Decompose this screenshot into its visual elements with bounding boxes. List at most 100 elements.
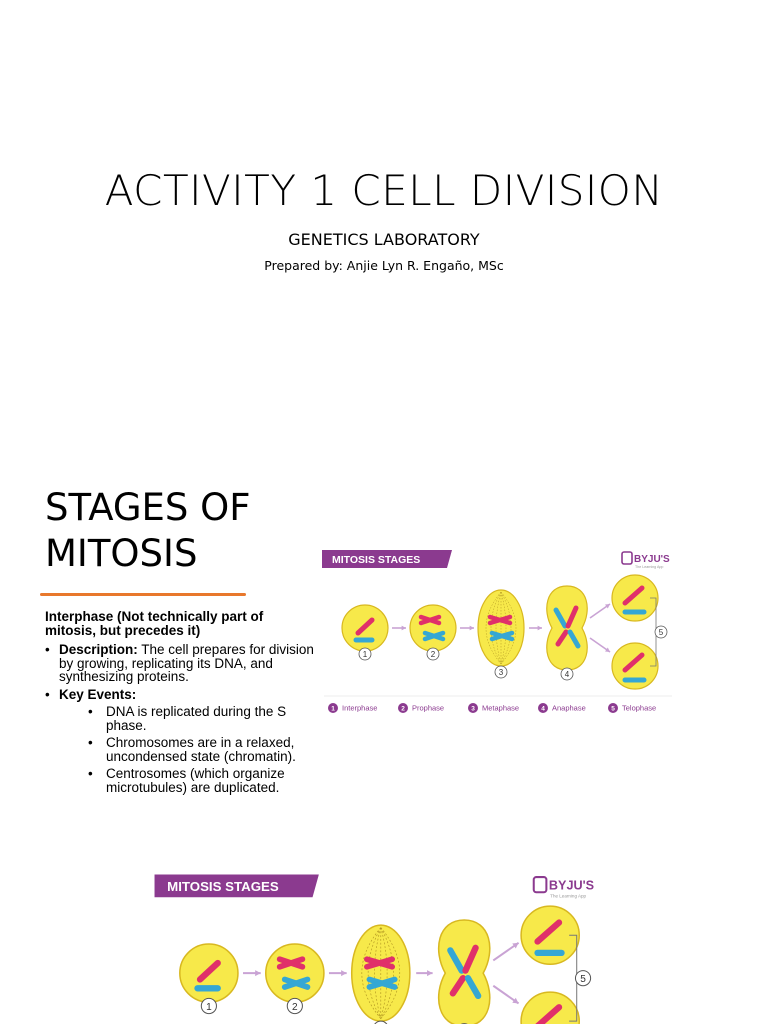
legend-label: Interphase [342, 704, 377, 713]
prophase-cell [409, 604, 457, 652]
arrow-head [469, 625, 474, 631]
chromosome [449, 975, 467, 997]
key-event: Centrosomes (which organize microtubules… [88, 767, 315, 794]
daughter-cell-bottom [520, 991, 580, 1024]
legend-label: Metaphase [482, 704, 519, 713]
spindle-fiber [380, 927, 388, 1019]
spindle-fiber [495, 591, 502, 665]
chromosome [418, 614, 442, 626]
chromosome [487, 614, 513, 626]
stage-number-circle [286, 997, 303, 1015]
prophase-cell [265, 943, 325, 1003]
chromosome [422, 630, 446, 642]
legend-number-circle [538, 703, 548, 713]
interphase-list: Description: The cell prepares for divis… [45, 643, 315, 794]
chromosome [364, 956, 396, 970]
brand-logo-icon [621, 551, 633, 565]
chromosome [355, 617, 375, 636]
stage-number-circle [200, 997, 217, 1015]
chromosome [196, 959, 221, 983]
legend-item: 5 Telophase [608, 703, 656, 713]
interphase-text: Interphase (Not technically part of mito… [45, 610, 315, 798]
legend-number: 4 [541, 706, 545, 713]
stages-title-line2: MITOSIS [45, 532, 198, 575]
chromosome [555, 629, 569, 647]
key-events-item: Key Events: DNA is replicated during the… [45, 686, 315, 795]
arrow-head [341, 970, 347, 977]
stage-number: 1 [206, 1002, 212, 1013]
stage-number-circle [494, 665, 508, 679]
daughter-cell-bottom [611, 642, 659, 690]
legend-number: 3 [471, 706, 475, 713]
stages-slide: STAGES OF MITOSIS Interphase (Not techni… [0, 420, 768, 830]
chromosome [534, 919, 563, 945]
legend-number: 1 [331, 706, 335, 713]
chromosome [622, 585, 645, 606]
title-underline [40, 593, 246, 596]
arrow-head [512, 942, 519, 949]
daughter-cell-top [611, 574, 659, 622]
chromosome [366, 976, 398, 990]
brand-tagline: The Learning App [550, 893, 586, 898]
banner-text: MITOSIS STAGES [167, 879, 279, 894]
slide-title: ACTIVITY 1 CELL DIVISION [104, 166, 664, 215]
stage-number: 5 [659, 628, 664, 637]
brand-name: BYJU'S [549, 879, 594, 893]
arrow-head [512, 997, 519, 1004]
chromosome [553, 607, 568, 629]
chromosome [565, 605, 579, 629]
stage-number-circle [358, 647, 372, 661]
chromosome [447, 947, 465, 974]
stage-number-circle [574, 970, 592, 987]
stage-number-circle [374, 1020, 388, 1024]
key-event: DNA is replicated during the S phase. [88, 705, 315, 732]
chromosome [535, 1004, 563, 1024]
arrow-head [255, 970, 261, 977]
arrow-head [427, 970, 433, 977]
title-slide: ACTIVITY 1 CELL DIVISION GENETICS LABORA… [0, 0, 768, 420]
chromosome [462, 944, 479, 974]
key-events-list: DNA is replicated during the S phase. Ch… [59, 705, 315, 794]
chromosome [281, 976, 311, 990]
stages-title: STAGES OF MITOSIS [45, 485, 251, 577]
chromosome [464, 975, 482, 1000]
spindle-fiber [485, 591, 502, 665]
arrow-head [605, 604, 610, 609]
legend-label: Telophase [622, 704, 656, 713]
description-text: The cell prepares for division by growin… [59, 642, 314, 684]
stage-number: 4 [565, 670, 570, 679]
brand-name: BYJU'S [634, 554, 670, 565]
spindle-fiber [500, 591, 517, 665]
description-item: Description: The cell prepares for divis… [45, 642, 315, 684]
spindle-fiber [500, 591, 507, 665]
banner-text: MITOSIS STAGES [332, 554, 420, 566]
spindle-fiber [374, 927, 382, 1019]
slide-subtitle: GENETICS LABORATORY [288, 230, 480, 249]
legend-number-circle [398, 703, 408, 713]
spindle-fiber [380, 927, 394, 1019]
legend-item: 3 Metaphase [468, 703, 519, 713]
arrow-head [605, 647, 610, 652]
brand-tagline: The Learning App [635, 565, 663, 569]
brand-logo-icon [532, 876, 548, 894]
legend-number: 5 [611, 706, 615, 713]
spindle-fiber [380, 927, 400, 1019]
arrow-head [537, 625, 542, 631]
chromosome [567, 629, 581, 649]
key-event: Chromosomes are in a relaxed, uncondense… [88, 736, 315, 763]
stage-number: 5 [580, 974, 586, 985]
legend-number-circle [608, 703, 618, 713]
spindle-fiber [361, 927, 382, 1019]
banner-shape [154, 874, 319, 898]
key-events-label: Key Events: [59, 686, 137, 702]
spindle-fiber [500, 591, 512, 665]
stage-number-circle [654, 625, 668, 639]
legend-number-circle [468, 703, 478, 713]
